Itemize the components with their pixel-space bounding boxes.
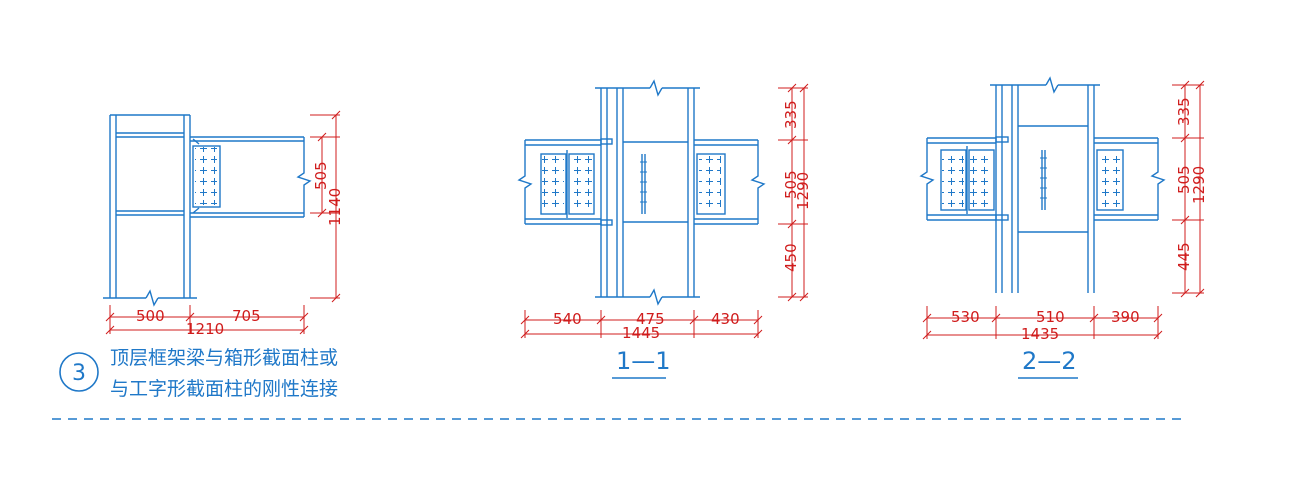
detail-caption-line2: 与工字形截面柱的刚性连接 [110, 378, 338, 400]
detail2-dimensions [520, 83, 809, 339]
detail-top-floor-connection [103, 114, 312, 307]
section-label-1-1: 1—1 [616, 347, 671, 375]
detail3-dim-1435: 1435 [1021, 325, 1059, 343]
detail3-dim-445: 445 [1175, 242, 1193, 271]
detail3-dim-335: 335 [1175, 97, 1193, 126]
detail-section-1-1 [517, 79, 766, 306]
detail-caption-line1: 顶层框架梁与箱形截面柱或 [110, 347, 338, 369]
detail2-dim-540: 540 [553, 310, 582, 328]
detail3-dim-505: 505 [1175, 165, 1193, 194]
detail-section-2-2 [919, 76, 1166, 293]
detail1-dim-500: 500 [136, 307, 165, 325]
section-label-2-2: 2—2 [1022, 347, 1077, 375]
detail3-web-ticks [1040, 157, 1047, 199]
detail2-dim-475: 475 [636, 310, 665, 328]
detail1-dim-1210: 1210 [186, 320, 224, 338]
detail3-bolt-group-left [942, 152, 964, 207]
detail1-dim-705: 705 [232, 307, 261, 325]
detail-number-circle [59, 352, 99, 392]
detail3-dim-1290: 1290 [1190, 166, 1208, 204]
detail2-dim-430: 430 [711, 310, 740, 328]
detail2-dim-1290: 1290 [794, 172, 812, 210]
detail-number: 3 [72, 361, 86, 386]
detail3-dimensions [922, 80, 1205, 340]
detail1-dim-1140: 1140 [326, 188, 344, 226]
detail2-web-ticks [640, 161, 647, 203]
detail2-dim-335: 335 [782, 100, 800, 129]
detail2-dim-450: 450 [782, 243, 800, 272]
detail3-dim-390: 390 [1111, 308, 1140, 326]
detail1-bolt-group [195, 147, 217, 205]
detail2-bolt-group-mid [570, 156, 592, 211]
detail2-dim-505: 505 [782, 170, 800, 199]
detail1-dim-505: 505 [312, 161, 330, 190]
detail3-dim-510: 510 [1036, 308, 1065, 326]
detail3-bolt-group-right [1099, 152, 1121, 207]
detail3-dim-530: 530 [951, 308, 980, 326]
detail1-dimensions [105, 110, 341, 335]
detail2-bolt-group-left [542, 156, 564, 211]
detail2-dim-1445: 1445 [622, 324, 660, 342]
detail3-bolt-group-mid [970, 152, 992, 207]
detail2-bolt-group-right [699, 156, 721, 211]
